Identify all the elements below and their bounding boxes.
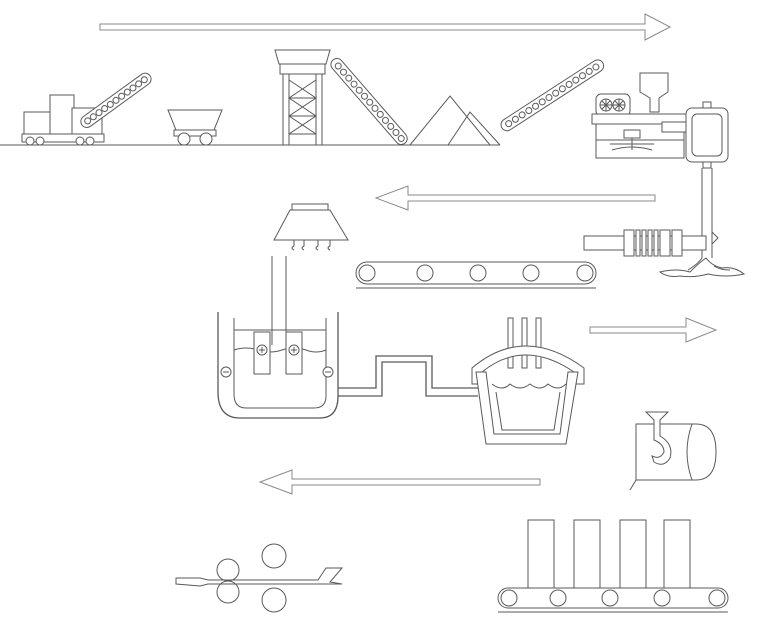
ladle-crane-icon xyxy=(630,412,716,490)
conveyor-descending-icon xyxy=(328,56,409,147)
haul-truck-icon xyxy=(168,110,222,145)
conveyor-ascending-icon xyxy=(499,58,606,133)
induction-furnace-icon xyxy=(472,318,584,444)
rolling-mill-icon xyxy=(176,544,342,612)
heating-hood-icon xyxy=(274,204,348,250)
flow-arrow-left-4 xyxy=(260,470,540,494)
channel-pipe-icon xyxy=(338,356,478,396)
excavator-icon xyxy=(22,71,153,145)
grinding-mill-icon xyxy=(592,73,728,168)
electrolytic-cell-icon xyxy=(218,256,338,418)
belt-conveyor-icon xyxy=(356,262,596,288)
flow-arrow-right-1 xyxy=(100,14,670,40)
flow-arrow-left-2 xyxy=(376,186,655,210)
roller-separator-icon xyxy=(584,230,706,256)
casting-conveyor-icon xyxy=(498,520,728,612)
flow-arrow-right-3 xyxy=(590,318,716,342)
stockpile-icon xyxy=(410,96,500,145)
crusher-tower-icon xyxy=(275,50,330,145)
material-spill-icon xyxy=(660,258,744,277)
